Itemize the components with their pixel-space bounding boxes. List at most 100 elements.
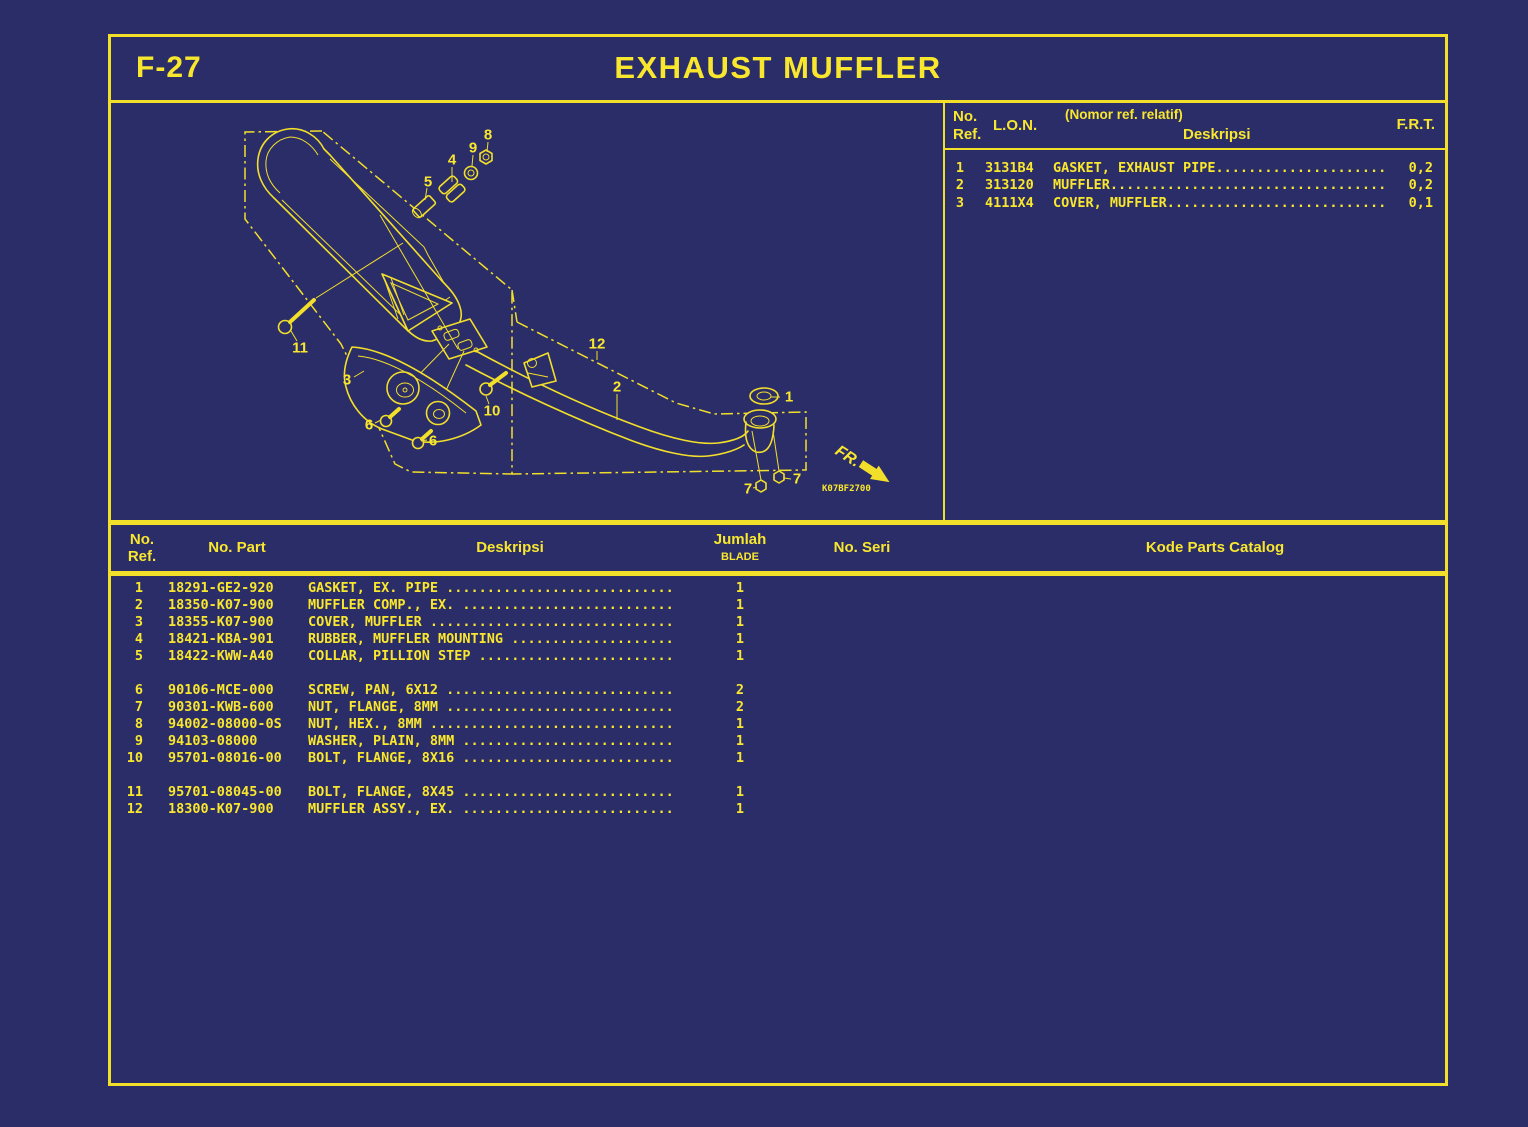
ref-desc: GASKET, EXHAUST PIPE....................… bbox=[1053, 159, 1387, 176]
part-quantity: 1 bbox=[735, 715, 745, 732]
part-quantity: 1 bbox=[735, 749, 745, 766]
part-quantity: 1 bbox=[735, 630, 745, 647]
part-no-ref: 11 bbox=[126, 783, 143, 800]
muffler-top-seam bbox=[329, 158, 445, 284]
pipe-bracket bbox=[523, 352, 557, 388]
part-number: 18291-GE2-920 bbox=[168, 579, 274, 596]
part-number: 95701-08045-00 bbox=[168, 783, 282, 800]
parts-group: 6 90106-MCE-000 SCREW, PAN, 6X12 .......… bbox=[111, 681, 1445, 766]
phantom-outline-left bbox=[244, 130, 513, 475]
part-no-ref: 8 bbox=[134, 715, 143, 732]
callout-leader bbox=[485, 395, 490, 405]
part-description: RUBBER, MUFFLER MOUNTING ...............… bbox=[308, 630, 674, 647]
part-number: 18421-KBA-901 bbox=[168, 630, 274, 647]
ref-table-row: 3 4111X4 COVER, MUFFLER.................… bbox=[945, 194, 1445, 212]
parts-table-row: 7 90301-KWB-600 NUT, FLANGE, 8MM .......… bbox=[111, 698, 1445, 715]
muffler-heat-shield bbox=[381, 273, 453, 332]
bolt-8x16 bbox=[479, 371, 508, 396]
part-number: 18300-K07-900 bbox=[168, 800, 274, 817]
callout-leader bbox=[486, 141, 489, 153]
drawing-code: K07BF2700 bbox=[822, 484, 871, 494]
part-quantity: 1 bbox=[735, 579, 745, 596]
pan-screw-left bbox=[379, 407, 401, 428]
part-description: SCREW, PAN, 6X12 .......................… bbox=[308, 681, 674, 698]
part-description: NUT, FLANGE, 8MM .......................… bbox=[308, 698, 674, 715]
part-no-ref: 6 bbox=[134, 681, 143, 698]
part-quantity: 1 bbox=[735, 596, 745, 613]
nut-hex-8mm bbox=[479, 149, 493, 165]
cover-grommet-small bbox=[425, 400, 451, 426]
part-no-ref: 4 bbox=[134, 630, 143, 647]
page-title: EXHAUST MUFFLER bbox=[614, 50, 942, 85]
pipe-joint-body bbox=[744, 421, 775, 454]
callout-label: 1 bbox=[785, 389, 793, 406]
part-number: 18355-K07-900 bbox=[168, 613, 274, 630]
separator-bottom bbox=[111, 571, 1445, 576]
part-no-ref: 12 bbox=[126, 800, 143, 817]
callout-leader bbox=[783, 477, 792, 480]
assembly-line-3 bbox=[379, 214, 459, 350]
muffler-heat-shield-hatch bbox=[384, 277, 405, 320]
ref-frt: 0,2 bbox=[1408, 159, 1433, 176]
parts-table-row: 10 95701-08016-00 BOLT, FLANGE, 8X16 ...… bbox=[111, 749, 1445, 766]
callout-label: 9 bbox=[469, 140, 477, 157]
washer-plain-8mm bbox=[463, 165, 479, 181]
callout-label: 10 bbox=[484, 403, 501, 420]
ref-lon: 3131B4 bbox=[985, 159, 1034, 176]
part-quantity: 2 bbox=[735, 681, 745, 698]
callout-label: 7 bbox=[793, 471, 801, 488]
parts-table-row: 2 18350-K07-900 MUFFLER COMP., EX. .....… bbox=[111, 596, 1445, 613]
ref-header-note: (Nomor ref. relatif) bbox=[1065, 107, 1183, 122]
ref-no: 3 bbox=[955, 194, 965, 211]
callout-leader bbox=[353, 370, 365, 378]
cover-grommet-large-inner bbox=[396, 382, 414, 398]
ref-frt: 0,1 bbox=[1408, 194, 1433, 211]
parts-header-no-part: No. Part bbox=[208, 539, 266, 556]
cover-grommet-large-dot bbox=[402, 387, 408, 393]
pan-screw-right bbox=[411, 429, 433, 450]
callout-leader bbox=[290, 330, 298, 342]
part-number: 18350-K07-900 bbox=[168, 596, 274, 613]
ref-no: 2 bbox=[955, 177, 965, 194]
parts-group: 1 18291-GE2-920 GASKET, EX. PIPE .......… bbox=[111, 579, 1445, 664]
muffler-body-inner-line bbox=[281, 199, 409, 323]
ref-frt: 0,2 bbox=[1408, 177, 1433, 194]
parts-table-row: 12 18300-K07-900 MUFFLER ASSY., EX. ....… bbox=[111, 800, 1445, 817]
pipe-bracket-hole bbox=[527, 358, 537, 368]
callout-leader bbox=[471, 154, 474, 167]
part-quantity: 1 bbox=[735, 647, 745, 664]
part-no-ref: 10 bbox=[126, 749, 143, 766]
callout-label: 5 bbox=[424, 174, 432, 191]
callout-label: 11 bbox=[292, 340, 308, 357]
flange-nut-left bbox=[755, 479, 767, 493]
part-quantity: 1 bbox=[735, 800, 745, 817]
ref-desc: COVER, MUFFLER..........................… bbox=[1053, 194, 1387, 211]
pipe-flange bbox=[743, 409, 777, 429]
part-number: 90106-MCE-000 bbox=[168, 681, 274, 698]
parts-table-row: 3 18355-K07-900 COVER, MUFFLER .........… bbox=[111, 613, 1445, 630]
gasket-inner bbox=[756, 391, 772, 401]
cover-grommet-large bbox=[386, 371, 420, 405]
part-description: NUT, HEX., 8MM .........................… bbox=[308, 715, 674, 732]
cover-grommet-small-inner bbox=[433, 409, 445, 419]
gasket bbox=[749, 387, 779, 405]
ref-lon: 313120 bbox=[985, 177, 1034, 194]
page-frame: F-27 EXHAUST MUFFLER bbox=[108, 34, 1448, 1086]
part-number: 94002-08000-0S bbox=[168, 715, 282, 732]
ref-header-no-ref: No. Ref. bbox=[953, 108, 982, 143]
rubber-muffler-mounting bbox=[438, 175, 466, 203]
parts-table-row: 11 95701-08045-00 BOLT, FLANGE, 8X45 ...… bbox=[111, 783, 1445, 800]
part-no-ref: 9 bbox=[134, 732, 143, 749]
part-description: MUFFLER ASSY., EX. .....................… bbox=[308, 800, 674, 817]
ref-table-row: 2 313120 MUFFLER........................… bbox=[945, 177, 1445, 195]
parts-table-row: 1 18291-GE2-920 GASKET, EX. PIPE .......… bbox=[111, 579, 1445, 596]
callout-leader bbox=[374, 419, 382, 424]
callout-label: 6 bbox=[365, 417, 373, 434]
pipe-flange-inner bbox=[750, 415, 770, 427]
part-description: COVER, MUFFLER .........................… bbox=[308, 613, 674, 630]
reference-table-header: No. Ref. L.O.N. (Nomor ref. relatif) Des… bbox=[945, 103, 1445, 150]
callout-label: 2 bbox=[613, 379, 621, 396]
page-header: F-27 EXHAUST MUFFLER bbox=[111, 37, 1445, 103]
